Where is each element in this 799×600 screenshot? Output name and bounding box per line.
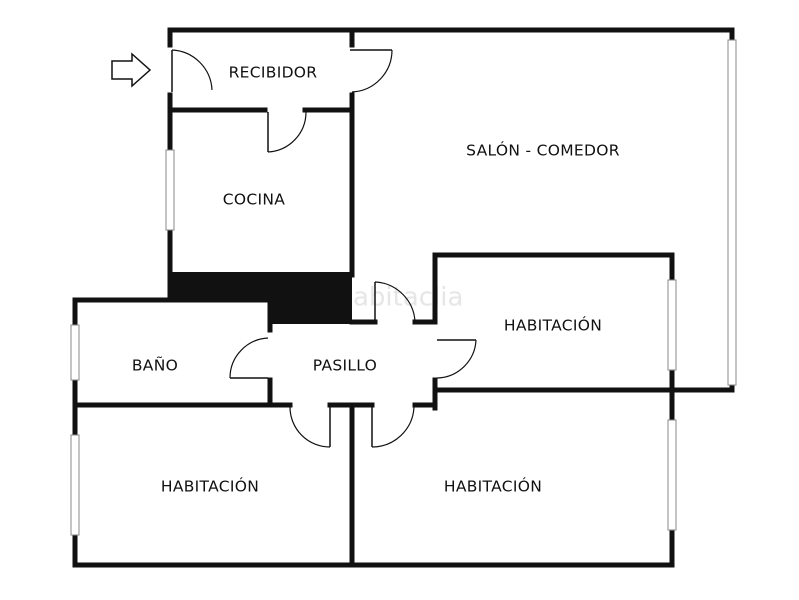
doors — [171, 49, 477, 448]
entrance-arrow-icon — [111, 52, 152, 88]
room-label-recibidor: RECIBIDOR — [229, 64, 318, 82]
room-label-pasillo: PASILLO — [313, 357, 377, 375]
room-label-habitacion-1: HABITACIÓN — [504, 316, 602, 335]
room-label-habitacion-3: HABITACIÓN — [444, 477, 542, 496]
watermark-logo: habitaclia — [337, 283, 464, 313]
room-label-habitacion-2: HABITACIÓN — [161, 477, 259, 496]
windows — [70, 39, 737, 536]
room-label-bano: BAÑO — [132, 356, 178, 375]
room-label-cocina: COCINA — [223, 191, 286, 209]
room-label-salon-comedor: SALÓN - COMEDOR — [466, 141, 620, 160]
